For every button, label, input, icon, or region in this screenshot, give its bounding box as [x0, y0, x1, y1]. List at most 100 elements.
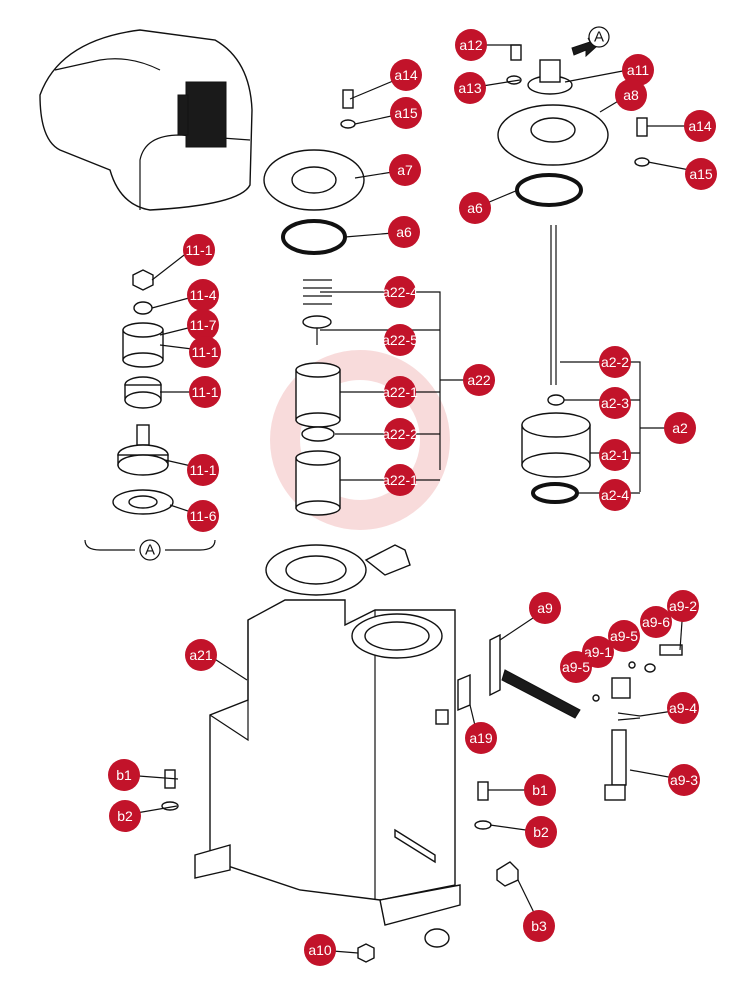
svg-text:11-1: 11-1 [192, 384, 219, 400]
callout-a2: a2 [664, 412, 696, 444]
svg-text:a9: a9 [537, 600, 553, 616]
svg-text:a22-2: a22-2 [382, 426, 418, 442]
svg-text:11-6: 11-6 [190, 508, 217, 524]
callout-11-6: 11-6 [187, 500, 219, 532]
callout-a2-4: a2-4 [599, 479, 631, 511]
callout-a14-right: a14 [684, 110, 716, 142]
svg-text:b1: b1 [116, 767, 132, 783]
callout-11-1-bushing: 11-1 [189, 376, 221, 408]
callout-a8: a8 [615, 79, 647, 111]
svg-text:a9-2: a9-2 [669, 598, 697, 614]
svg-text:a6: a6 [396, 224, 412, 240]
svg-text:11-4: 11-4 [190, 287, 217, 303]
svg-text:11-1: 11-1 [186, 242, 213, 258]
svg-text:a2-4: a2-4 [601, 487, 629, 503]
a9-assembly [489, 633, 683, 801]
svg-text:a21: a21 [189, 647, 213, 663]
view-a-bracket: A [84, 539, 216, 561]
callout-11-1-nut: 11-1 [183, 234, 215, 266]
callout-b3: b3 [523, 910, 555, 942]
svg-text:a22-4: a22-4 [382, 284, 418, 300]
callout-11-7: 11-7 [187, 309, 219, 341]
svg-text:a13: a13 [458, 80, 482, 96]
view-a-arrow: A [571, 26, 610, 58]
svg-text:a2-1: a2-1 [601, 447, 629, 463]
callout-a13: a13 [454, 72, 486, 104]
callout-11-4: 11-4 [187, 279, 219, 311]
callout-a19: a19 [465, 722, 497, 754]
callout-a9-5-upper: a9-5 [608, 620, 640, 652]
callout-a22: a22 [463, 364, 495, 396]
callout-a22-2: a22-2 [382, 418, 418, 450]
callout-11-1-stud: 11-1 [187, 454, 219, 486]
svg-text:a6: a6 [467, 200, 483, 216]
svg-text:11-1: 11-1 [190, 462, 217, 478]
svg-text:a15: a15 [689, 166, 713, 182]
callout-a9-6: a9-6 [640, 606, 672, 638]
callout-a6-right: a6 [459, 192, 491, 224]
svg-text:11-7: 11-7 [190, 317, 217, 333]
svg-text:a10: a10 [308, 942, 332, 958]
view-a-arrow-label: A [594, 29, 604, 46]
svg-text:b2: b2 [117, 808, 133, 824]
filter-assembly-a22 [295, 279, 341, 516]
svg-text:a2-3: a2-3 [601, 395, 629, 411]
svg-text:b1: b1 [532, 782, 548, 798]
callout-a9: a9 [529, 592, 561, 624]
callout-a22-5: a22-5 [382, 324, 418, 356]
svg-text:a8: a8 [623, 87, 639, 103]
svg-text:a22-1: a22-1 [382, 384, 418, 400]
svg-text:a9-4: a9-4 [669, 700, 697, 716]
callout-a9-5-lower: a9-5 [560, 651, 592, 683]
machine-overview-drawing [39, 29, 253, 211]
callout-a9-4: a9-4 [667, 692, 699, 724]
svg-text:a2-2: a2-2 [601, 354, 629, 370]
callout-a7: a7 [389, 154, 421, 186]
svg-text:11-1: 11-1 [192, 344, 219, 360]
svg-text:a9-5: a9-5 [610, 628, 638, 644]
callout-b1-left: b1 [108, 759, 140, 791]
callout-a14-top: a14 [390, 59, 422, 91]
callout-a12: a12 [455, 29, 487, 61]
callout-a21: a21 [185, 639, 217, 671]
hydraulic-tank-a21 [194, 544, 471, 948]
svg-text:b2: b2 [533, 824, 549, 840]
callout-11-1-damper: 11-1 [189, 336, 221, 368]
callout-a9-2: a9-2 [667, 590, 699, 622]
right-column-parts [497, 44, 650, 504]
tank-cover-parts [263, 89, 365, 255]
svg-text:a9-1: a9-1 [584, 644, 612, 660]
callout-a9-3: a9-3 [668, 764, 700, 796]
svg-text:a22-1: a22-1 [382, 472, 418, 488]
callout-a15-top: a15 [390, 97, 422, 129]
callout-a15-right: a15 [685, 158, 717, 190]
svg-text:a9-6: a9-6 [642, 614, 670, 630]
callout-a2-1: a2-1 [599, 439, 631, 471]
callout-a22-4: a22-4 [382, 276, 418, 308]
svg-text:a14: a14 [394, 67, 418, 83]
svg-text:a9-5: a9-5 [562, 659, 590, 675]
svg-text:a22: a22 [467, 372, 491, 388]
svg-text:a9-3: a9-3 [670, 772, 698, 788]
left-column-parts [112, 269, 174, 515]
svg-text:a12: a12 [459, 37, 483, 53]
svg-text:a2: a2 [672, 420, 688, 436]
callout-b2-left: b2 [109, 800, 141, 832]
svg-text:a14: a14 [688, 118, 712, 134]
callout-a10: a10 [304, 934, 336, 966]
callout-b1-right: b1 [524, 774, 556, 806]
svg-text:a19: a19 [469, 730, 493, 746]
svg-text:a7: a7 [397, 162, 413, 178]
svg-text:a11: a11 [627, 62, 650, 78]
callout-a11: a11 [622, 54, 654, 86]
callout-a2-2: a2-2 [599, 346, 631, 378]
callout-b2-right: b2 [525, 816, 557, 848]
view-a-label: A [145, 542, 155, 559]
svg-text:b3: b3 [531, 918, 547, 934]
callout-a6-left: a6 [388, 216, 420, 248]
callout-a22-1-lower: a22-1 [382, 464, 418, 496]
svg-text:a15: a15 [394, 105, 418, 121]
callout-a2-3: a2-3 [599, 387, 631, 419]
svg-text:a22-5: a22-5 [382, 332, 418, 348]
